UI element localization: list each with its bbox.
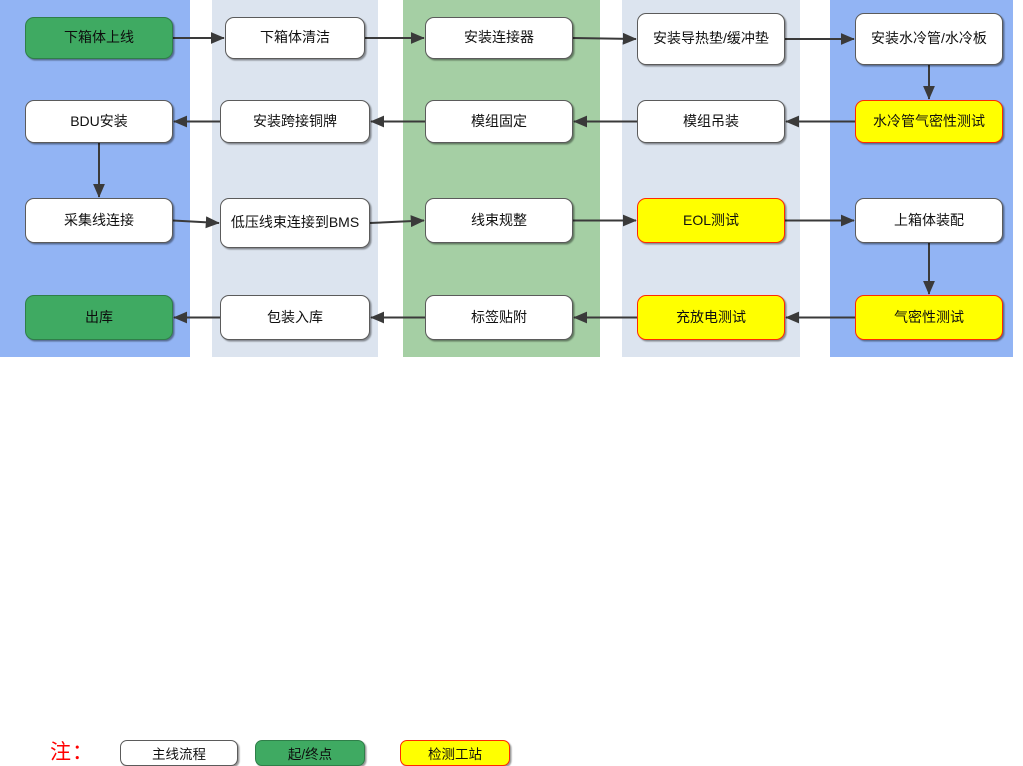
node-n18[interactable]: 标签贴附: [425, 295, 573, 340]
node-label: 线束规整: [471, 211, 527, 228]
legend-item-label: 检测工站: [428, 747, 482, 762]
legend-item-label: 起/终点: [287, 747, 333, 762]
node-label: 安装水冷管/水冷板: [871, 30, 987, 47]
node-n19[interactable]: 充放电测试: [637, 295, 785, 340]
node-n12[interactable]: 低压线束连接到BMS: [220, 198, 370, 248]
node-label: 模组吊装: [683, 112, 739, 129]
node-n10[interactable]: 水冷管气密性测试: [855, 100, 1003, 143]
legend-item-test: 检测工站: [400, 740, 510, 766]
node-label: BDU安装: [70, 112, 128, 129]
node-n20[interactable]: 气密性测试: [855, 295, 1003, 340]
node-label: 水冷管气密性测试: [873, 112, 985, 129]
node-label: 充放电测试: [676, 308, 746, 325]
node-n3[interactable]: 安装连接器: [425, 17, 573, 59]
legend: 注： 主线流程 起/终点 检测工站: [0, 362, 1023, 766]
node-label: 出库: [85, 308, 113, 325]
legend-item-process: 主线流程: [120, 740, 238, 766]
node-n5[interactable]: 安装水冷管/水冷板: [855, 13, 1003, 65]
node-n2[interactable]: 下箱体清洁: [225, 17, 365, 59]
node-label: 标签贴附: [471, 308, 527, 325]
node-label: 气密性测试: [894, 308, 964, 325]
legend-note-label: 注：: [50, 740, 94, 764]
node-label: 包装入库: [267, 308, 323, 325]
node-label: 下箱体清洁: [260, 29, 330, 46]
node-label: 采集线连接: [64, 211, 134, 228]
legend-item-label: 主线流程: [152, 747, 206, 762]
node-label: 上箱体装配: [894, 211, 964, 228]
legend-item-terminal: 起/终点: [255, 740, 365, 766]
node-label: 安装跨接铜牌: [253, 112, 337, 129]
node-n13[interactable]: 线束规整: [425, 198, 573, 243]
node-n11[interactable]: 采集线连接: [25, 198, 173, 243]
node-n9[interactable]: 模组吊装: [637, 100, 785, 143]
node-n14[interactable]: EOL测试: [637, 198, 785, 243]
node-n8[interactable]: 模组固定: [425, 100, 573, 143]
node-n16[interactable]: 出库: [25, 295, 173, 340]
node-label: 低压线束连接到BMS: [230, 214, 360, 231]
node-label: 安装连接器: [464, 29, 534, 46]
node-label: 安装导热垫/缓冲垫: [653, 30, 769, 47]
node-label: EOL测试: [682, 211, 739, 228]
node-n15[interactable]: 上箱体装配: [855, 198, 1003, 243]
node-label: 下箱体上线: [64, 29, 134, 46]
node-n7[interactable]: 安装跨接铜牌: [220, 100, 370, 143]
node-n6[interactable]: BDU安装: [25, 100, 173, 143]
node-n17[interactable]: 包装入库: [220, 295, 370, 340]
node-label: 模组固定: [471, 112, 527, 129]
node-n1[interactable]: 下箱体上线: [25, 17, 173, 59]
node-n4[interactable]: 安装导热垫/缓冲垫: [637, 13, 785, 65]
